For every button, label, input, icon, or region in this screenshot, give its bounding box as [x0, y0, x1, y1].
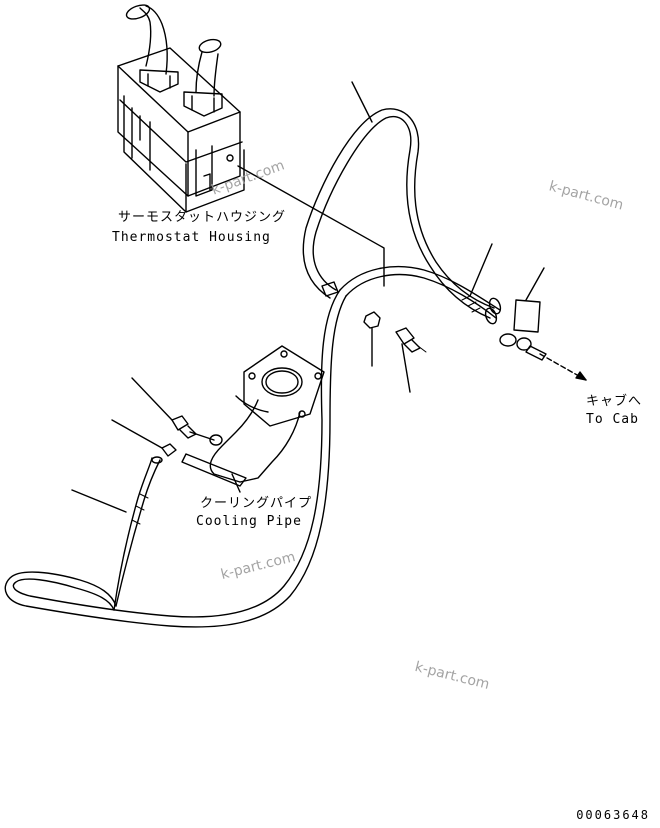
- cooling-pipe: [181, 345, 325, 487]
- hose-leader-top: [351, 81, 373, 123]
- cooling-fittings: [111, 377, 215, 457]
- cooling-leader: [231, 473, 241, 493]
- upper-hoses: [302, 108, 502, 325]
- cab-label-jp: キャブへ: [586, 394, 643, 409]
- thermostat-leader: [237, 165, 385, 287]
- cooling-pipe-label-en: Cooling Pipe: [196, 514, 302, 529]
- thermostat-label-jp: サーモスタットハウジング: [118, 210, 287, 225]
- drawing-number: 00063648: [576, 808, 650, 822]
- hose-leader: [469, 243, 493, 297]
- lower-hose-leader: [71, 489, 127, 513]
- thermostat-housing: [117, 4, 245, 213]
- cab-clamp: [499, 267, 587, 381]
- thermostat-label-en: Thermostat Housing: [112, 230, 271, 245]
- fittings: [363, 311, 427, 393]
- cab-label-en: To Cab: [586, 412, 639, 427]
- lower-hose: [4, 265, 501, 628]
- cooling-pipe-label-jp: クーリングパイプ: [200, 496, 313, 511]
